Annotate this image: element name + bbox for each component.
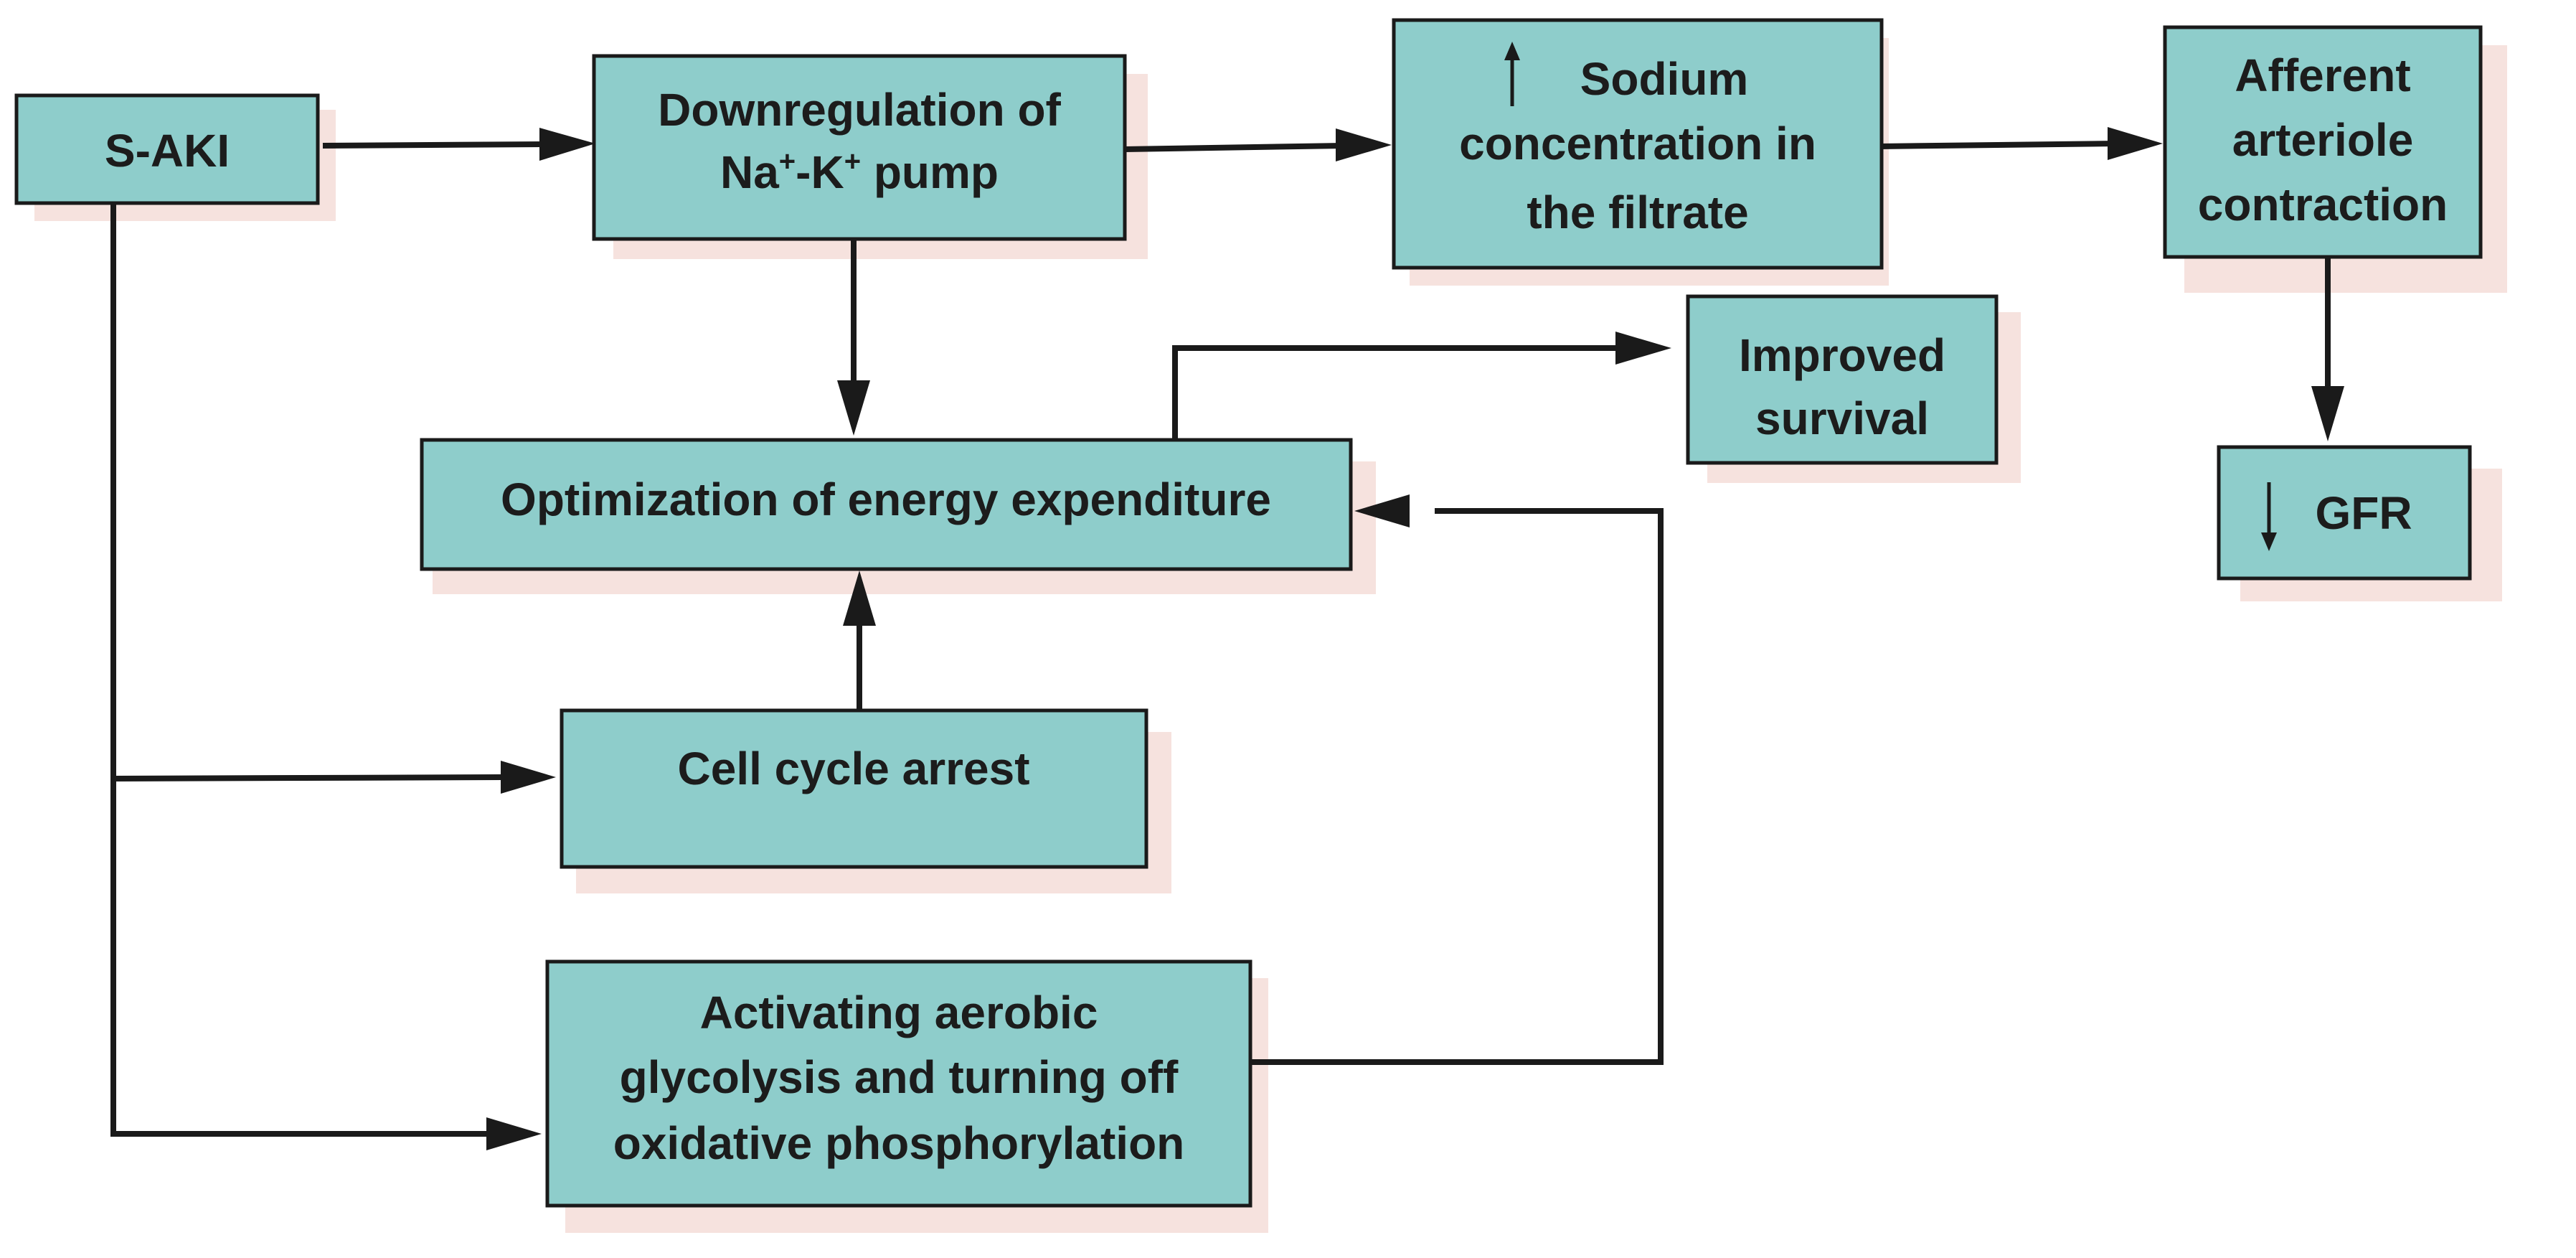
edge-sodium-to-afferent (1879, 141, 2117, 149)
node-s-aki: S-AKI (14, 93, 320, 205)
arrowhead-optimization-top (837, 380, 870, 436)
node-s-aki-label: S-AKI (105, 125, 230, 177)
node-afferent: Afferent arteriole contraction (2163, 25, 2483, 259)
arrowhead-downregulation (539, 128, 595, 161)
node-afferent-line1: Afferent (2235, 50, 2410, 101)
edge-saki-trunk (110, 203, 488, 1137)
arrowhead-sodium (1336, 128, 1392, 161)
node-afferent-line2: arteriole (2232, 114, 2414, 166)
node-downregulation: Downregulation of Na+-K+ pump (592, 54, 1127, 241)
node-sodium-line1: Sodium (1580, 53, 1749, 105)
node-glycolysis-line1: Activating aerobic (700, 987, 1098, 1038)
edge-saki-to-cellcycle (113, 774, 503, 781)
node-improved-line1: Improved (1739, 329, 1945, 381)
arrowhead-cellcycle (501, 761, 556, 794)
edge-optimization-to-survival (1172, 345, 1623, 440)
node-sodium-line2: concentration in (1459, 118, 1816, 169)
node-cell-cycle-label: Cell cycle arrest (678, 743, 1030, 794)
arrowhead-afferent (2108, 127, 2163, 160)
node-downregulation-line1: Downregulation of (658, 84, 1061, 136)
edge-downregulation-to-sodium (1124, 143, 1344, 152)
node-optimization: Optimization of energy expenditure (420, 438, 1353, 571)
node-gfr: GFR (2217, 445, 2472, 581)
edge-saki-to-downregulation (322, 141, 546, 149)
node-afferent-line3: contraction (2198, 179, 2448, 230)
arrowhead-glycolysis (486, 1117, 542, 1150)
node-optimization-label: Optimization of energy expenditure (501, 474, 1271, 525)
increase-arrow-icon (1504, 42, 1520, 106)
box-shadows (34, 38, 2507, 1233)
arrowhead-optimization-bottom (843, 571, 876, 626)
node-sodium-line3: the filtrate (1527, 187, 1748, 238)
node-improved-survival: Improved survival (1686, 294, 1999, 465)
node-improved-line2: survival (1755, 393, 1929, 444)
node-downregulation-line2: Na+-K+ pump (720, 146, 999, 198)
arrowhead-optimization-right (1354, 494, 1410, 527)
node-gfr-label: GFR (2315, 487, 2412, 539)
node-sodium: Sodium concentration in the filtrate (1392, 18, 1884, 270)
node-glycolysis-line2: glycolysis and turning off (620, 1051, 1179, 1103)
arrowhead-survival (1615, 332, 1671, 365)
node-cell-cycle: Cell cycle arrest (560, 708, 1148, 869)
node-glycolysis: Activating aerobic glycolysis and turnin… (545, 959, 1252, 1208)
node-glycolysis-line3: oxidative phosphorylation (613, 1117, 1185, 1169)
arrowhead-gfr (2311, 386, 2344, 441)
decrease-arrow-icon (2261, 482, 2277, 551)
edge-glycolysis-to-optimization (1250, 508, 1664, 1065)
connectors (110, 127, 2344, 1150)
